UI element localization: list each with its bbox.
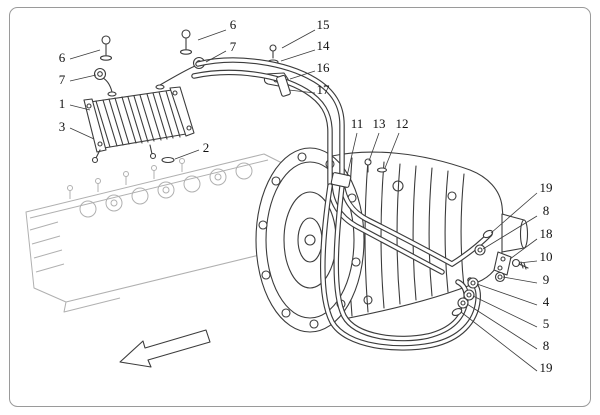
callout-label-9: 16 [317, 60, 331, 75]
callout-label-11: 11 [351, 116, 364, 131]
callout-label-12: 13 [373, 116, 386, 131]
mid-fittings-art [330, 158, 388, 188]
pipes-art [191, 57, 493, 275]
oil-cooler-body [89, 89, 187, 149]
hose-clamp-19b [451, 308, 463, 316]
callout-label-20: 5 [543, 316, 550, 331]
callout-label-5: 6 [230, 17, 237, 32]
bell-housing-bolt-holes [258, 152, 361, 329]
callout-label-3: 3 [59, 119, 66, 134]
callout-label-19: 4 [543, 294, 550, 309]
hose-clamp-19a [482, 229, 494, 239]
callout-label-2: 1 [59, 96, 66, 111]
cooler-union-left [93, 67, 107, 81]
pipe-clamp-17 [276, 74, 291, 97]
oil-cooler-art [83, 56, 206, 164]
right-fittings-art [451, 229, 529, 316]
callout-label-22: 19 [540, 360, 553, 375]
callout-label-6: 7 [230, 39, 237, 54]
callout-label-1: 7 [59, 72, 66, 87]
callout-label-18: 9 [543, 272, 550, 287]
callout-label-7: 15 [317, 17, 330, 32]
direction-arrow [119, 329, 211, 368]
callout-label-0: 6 [59, 50, 66, 65]
page-border [9, 7, 591, 407]
top-fasteners-art [99, 29, 193, 61]
callout-label-15: 8 [543, 203, 550, 218]
fitting-bracket-18 [493, 251, 512, 276]
callout-labels: 6 7 1 3 2 6 7 15 14 16 17 11 13 12 19 8 … [59, 17, 553, 375]
leader-lines [69, 29, 538, 372]
pipe-clamp-11 [330, 172, 352, 188]
callout-label-14: 19 [540, 180, 553, 195]
callout-label-16: 18 [540, 226, 553, 241]
engine-block-art [25, 153, 297, 313]
callout-label-13: 12 [396, 116, 409, 131]
callout-label-21: 8 [543, 338, 550, 353]
o-ring [161, 156, 175, 164]
callout-label-10: 17 [317, 82, 331, 97]
bolt-10 [511, 258, 521, 268]
callout-label-17: 10 [540, 249, 553, 264]
callout-label-4: 2 [203, 140, 210, 155]
oil-cooler-fins [95, 90, 181, 148]
callout-label-8: 14 [317, 38, 331, 53]
